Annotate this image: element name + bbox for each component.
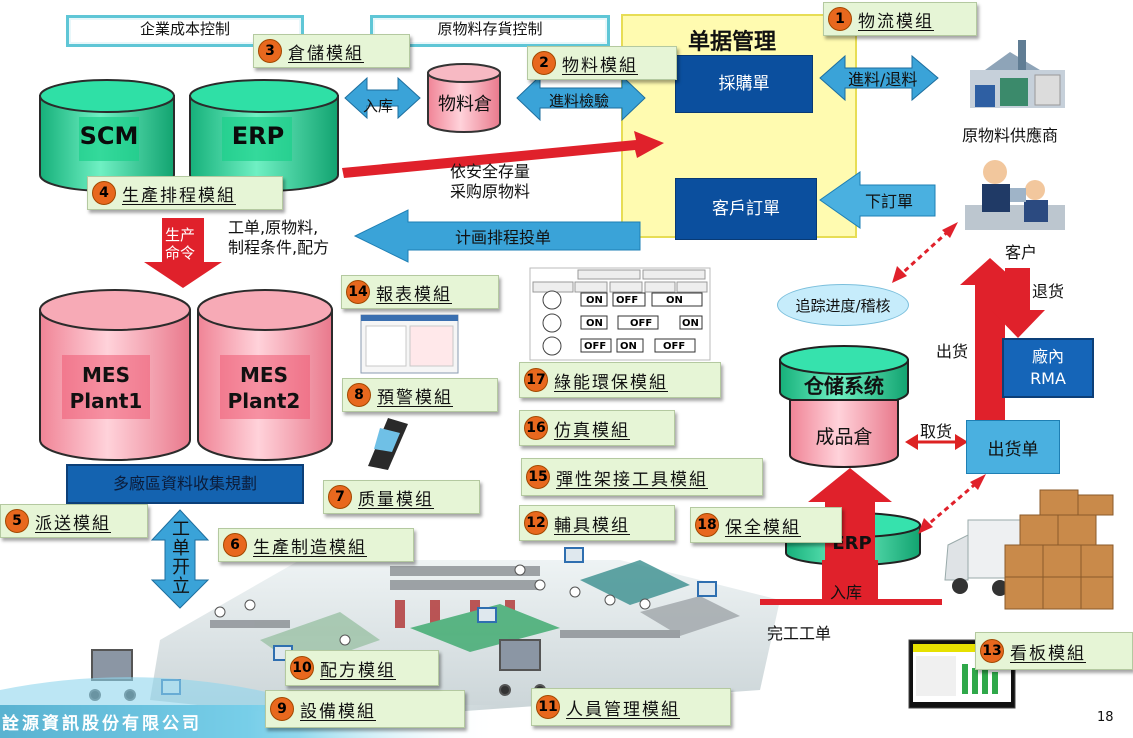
- mes-plant2-label: MES Plant2: [227, 363, 301, 413]
- complete-order-label: 完工工单: [767, 624, 832, 643]
- work-order-materials-label: 工单,原物料, 制程条件,配方: [228, 218, 330, 257]
- red-arrow-production-order: [144, 218, 222, 288]
- multi-plant-box: 多廠區資料收集規劃: [66, 464, 304, 504]
- customer-icon: [965, 160, 1065, 230]
- svg-text:ON: ON: [682, 318, 699, 329]
- doc-management-title: 单据管理: [688, 30, 777, 55]
- svg-text:OFF: OFF: [663, 341, 685, 352]
- customer-order-doc: 客戶訂單: [675, 178, 817, 240]
- blue-arrow-plan-schedule: [353, 209, 641, 263]
- production-order-label: 生产 命令: [165, 226, 196, 262]
- cardboard-boxes-icon: [1004, 489, 1114, 610]
- svg-text:OFF: OFF: [584, 341, 606, 352]
- arrow-work-order: [150, 509, 210, 609]
- arrow-incoming-inspection: [516, 74, 646, 122]
- svg-text:ON: ON: [586, 318, 603, 329]
- supplier-factory-icon: [970, 40, 1065, 108]
- warehouse-system-cylinder: [779, 345, 909, 468]
- purchase-order-doc: 採購單: [675, 55, 813, 113]
- customer-label: 客户: [1005, 243, 1038, 262]
- place-order-label: 下訂單: [865, 192, 914, 211]
- track-audit-bubble: 追踪进度/稽核: [777, 284, 909, 326]
- warehouse-system-label: 仓储系统: [804, 374, 884, 398]
- handheld-scanner-icon: [368, 418, 408, 470]
- svg-text:ON: ON: [666, 295, 683, 306]
- page-number: 18: [1097, 710, 1114, 725]
- truck-icon: [944, 519, 1024, 596]
- erp-label: ERP: [231, 122, 285, 150]
- work-order-vertical-label: 工单开立: [172, 519, 190, 597]
- return-label: 退货: [1032, 282, 1065, 301]
- safety-stock-label: 依安全存量 采购原物料: [450, 162, 531, 201]
- inbound-label: 入库: [363, 97, 394, 115]
- red-arrow-to-doc: [342, 131, 664, 178]
- material-warehouse-cylinder: [427, 63, 501, 133]
- red-arrow-return: [991, 268, 1045, 338]
- supplier-label: 原物料供應商: [962, 126, 1059, 145]
- svg-text:ON: ON: [586, 295, 603, 306]
- blue-arrow-place-order: [819, 171, 936, 229]
- incoming-inspection-label: 進料檢驗: [549, 92, 610, 110]
- svg-text:OFF: OFF: [616, 295, 638, 306]
- inbound2-label: 入库: [830, 583, 863, 602]
- arrow-inbound: [344, 76, 421, 120]
- energy-control-panel: ON OFF ON ON OFF ON OFF ON OFF: [529, 267, 711, 361]
- svg-text:ON: ON: [620, 341, 637, 352]
- report-screenshot-icon: [360, 314, 459, 374]
- worker-figures: [214, 564, 651, 646]
- plan-schedule-label: 计画排程投单: [455, 228, 552, 247]
- material-stock-box: 原物料存貨控制: [370, 15, 610, 47]
- in-return-label: 進料/退料: [848, 70, 918, 89]
- erp-small-label: ERP: [832, 533, 872, 554]
- rma-box: 廠內 RMA: [1002, 338, 1094, 398]
- shipping-order-box: 出货单: [966, 420, 1060, 474]
- pickup-label: 取货: [920, 422, 953, 441]
- arrow-in-return: [819, 54, 939, 102]
- company-name: 詮源資訊股份有限公司: [2, 714, 202, 734]
- svg-text:OFF: OFF: [630, 318, 652, 329]
- mes-plant1-label: MES Plant1: [69, 363, 143, 413]
- material-warehouse-label: 物料倉: [438, 94, 492, 115]
- ship-label: 出货: [936, 342, 969, 361]
- finished-warehouse-label: 成品倉: [815, 426, 873, 448]
- scm-label: SCM: [79, 122, 139, 150]
